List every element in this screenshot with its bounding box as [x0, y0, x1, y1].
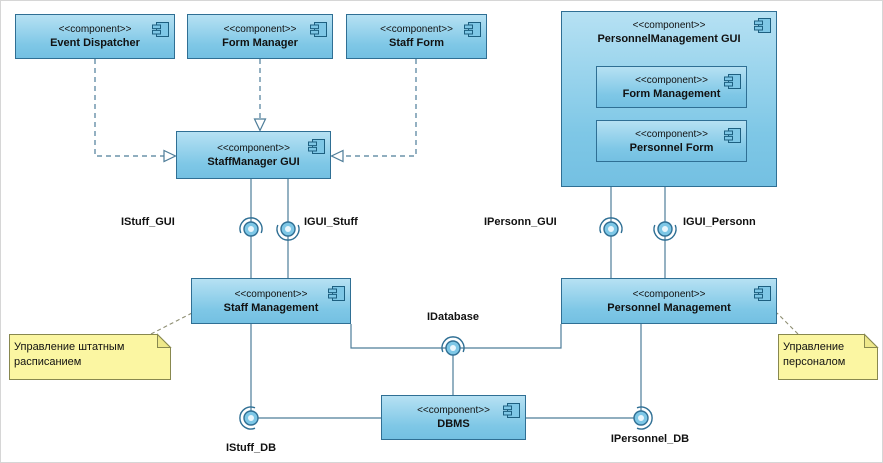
component-icon: [724, 74, 741, 89]
component-icon: [754, 18, 771, 33]
interface-label-ipersonn-gui: IPersonn_GUI: [484, 216, 557, 228]
dependency-arrowhead-down: [253, 118, 267, 132]
note-anchor-personnel-management[interactable]: [776, 312, 799, 335]
component-icon: [464, 22, 481, 37]
note-personnel-fold: [864, 333, 879, 348]
component-name: Form Manager: [222, 37, 298, 49]
stereotype-label: <<component>>: [380, 24, 453, 35]
dependency-arrowhead-left: [330, 149, 344, 163]
component-personnel-management[interactable]: <<component>> Personnel Management: [561, 278, 777, 324]
note-staff-shape[interactable]: [9, 334, 171, 380]
component-form-management[interactable]: <<component>> Form Management: [596, 66, 747, 108]
ball-center: [608, 226, 614, 232]
component-icon: [152, 22, 169, 37]
note-staff-fold: [157, 333, 172, 348]
interface-label-istuff-db: IStuff_DB: [225, 442, 277, 454]
note-staff-management-text: Управление штатным расписанием: [14, 341, 125, 368]
stereotype-label: <<component>>: [635, 74, 708, 86]
ball-center: [285, 226, 291, 232]
socket-igui-stuff[interactable]: [276, 224, 300, 241]
component-icon: [310, 22, 327, 37]
stereotype-label: <<component>>: [635, 128, 708, 140]
interface-label-igui-personn: IGUI_Personn: [683, 216, 756, 228]
component-name: DBMS: [437, 418, 470, 430]
component-personnel-form[interactable]: <<component>> Personnel Form: [596, 120, 747, 162]
socket-igui-personn[interactable]: [653, 224, 677, 241]
link-personnel-management-dbms[interactable]: [526, 324, 642, 419]
interface-label-ipersonnel-db: IPersonnel_DB: [610, 433, 690, 445]
component-staff-management[interactable]: <<component>> Staff Management: [191, 278, 351, 324]
component-name: Event Dispatcher: [50, 37, 140, 49]
note-personnel-shape[interactable]: [778, 334, 878, 380]
ball-center: [662, 226, 668, 232]
stereotype-label: <<component>>: [58, 24, 132, 35]
component-name: Staff Form: [389, 37, 444, 49]
stereotype-label: <<component>>: [417, 405, 490, 416]
link-staff-management-dbms[interactable]: [250, 324, 381, 419]
component-name: Form Management: [622, 87, 721, 100]
component-personnelmanagement-gui[interactable]: <<component>> PersonnelManagement GUI <<…: [561, 11, 777, 187]
ball-center: [638, 415, 644, 421]
component-name: Personnel Management: [607, 301, 731, 314]
socket-istuff-gui[interactable]: [239, 217, 263, 234]
component-staff-form[interactable]: <<component>> Staff Form: [346, 14, 487, 59]
component-icon: [308, 139, 325, 154]
component-name: Staff Management: [223, 301, 319, 314]
ball-center: [248, 415, 254, 421]
component-icon: [503, 403, 520, 418]
stereotype-label: <<component>>: [217, 142, 290, 154]
dependency-staff-form-to-staffmanager-gui[interactable]: [343, 59, 417, 157]
note-personnel-management-text: Управление персоналом: [783, 341, 846, 368]
socket-idatabase[interactable]: [441, 336, 465, 353]
component-name: Personnel Form: [629, 141, 714, 154]
dependency-arrowhead-right: [163, 149, 177, 163]
stereotype-label: <<component>>: [632, 288, 706, 300]
stereotype-label: <<component>>: [234, 288, 308, 300]
interface-label-istuff-gui: IStuff_GUI: [121, 216, 175, 228]
stereotype-label: <<component>>: [223, 24, 297, 35]
socket-istuff-db[interactable]: [239, 406, 256, 430]
component-staffmanager-gui[interactable]: <<component>> StaffManager GUI: [176, 131, 331, 179]
interface-label-idatabase: IDatabase: [427, 311, 479, 323]
socket-ipersonn-gui[interactable]: [599, 217, 623, 234]
note-anchor-staff-management[interactable]: [150, 312, 193, 335]
component-dbms[interactable]: <<component>> DBMS: [381, 395, 526, 440]
component-icon: [754, 286, 771, 301]
component-icon: [328, 286, 345, 301]
component-event-dispatcher[interactable]: <<component>> Event Dispatcher: [15, 14, 175, 59]
stereotype-label: <<component>>: [632, 20, 706, 31]
component-name: PersonnelManagement GUI: [597, 33, 741, 45]
component-icon: [724, 128, 741, 143]
ball-center: [450, 345, 456, 351]
component-name: StaffManager GUI: [207, 155, 300, 168]
ball-center: [248, 226, 254, 232]
dependency-event-dispatcher-to-staffmanager-gui[interactable]: [94, 59, 164, 157]
interface-label-igui-stuff: IGUI_Stuff: [304, 216, 358, 228]
socket-ipersonnel-db[interactable]: [636, 406, 653, 430]
component-form-manager[interactable]: <<component>> Form Manager: [187, 14, 333, 59]
